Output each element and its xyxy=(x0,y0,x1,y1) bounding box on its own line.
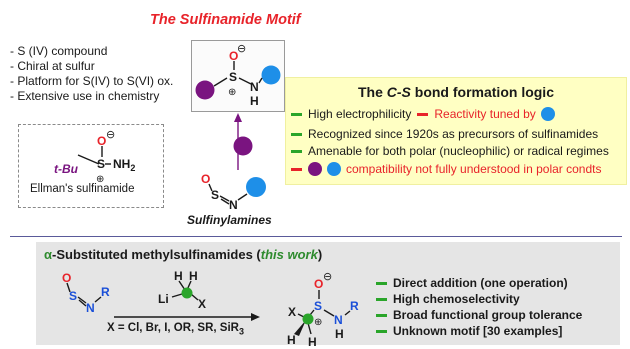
ellman-structure: t-Bu S O ⊖ ⊕ NH2 xyxy=(54,128,135,185)
this-work-title: α-Substituted methylsulfinamides (this w… xyxy=(44,247,323,262)
ellman-caption: Ellman's sulfinamide xyxy=(30,183,135,195)
green-dash-icon xyxy=(291,149,302,153)
feature-item: - S (IV) compound xyxy=(10,44,108,58)
hydrogen-label: H xyxy=(189,270,198,283)
green-dash-icon xyxy=(376,313,387,317)
cs-logic-panel xyxy=(285,77,627,185)
ellman-box xyxy=(18,124,164,208)
blue-group-icon xyxy=(261,65,281,85)
green-dash-icon xyxy=(376,329,387,333)
hydrogen-label: H xyxy=(308,335,317,348)
reagent-structure: H H Li X xyxy=(158,270,206,310)
reaction-arrow-icon xyxy=(114,313,260,321)
purple-group-icon xyxy=(195,80,215,100)
r-group-label: R xyxy=(101,285,110,299)
carbon-center-icon xyxy=(181,287,193,299)
nitrogen-label: N xyxy=(250,80,259,94)
tbu-label: t-Bu xyxy=(54,162,79,176)
green-dash-icon xyxy=(291,132,302,136)
sulfur-label: S xyxy=(211,188,219,202)
minus-charge: ⊖ xyxy=(237,42,246,55)
oxygen-label: O xyxy=(229,49,238,63)
feature-item: - Platform for S(IV) to S(VI) ox. xyxy=(10,74,174,88)
x-group-label: X xyxy=(288,305,296,319)
result-item: Direct addition (one operation) xyxy=(376,276,568,290)
red-dash-icon xyxy=(417,112,429,116)
sulfur-label: S xyxy=(229,70,237,84)
conditions-label: X = Cl, Br, I, OR, SR, SiR3 xyxy=(107,322,244,337)
hydrogen-label: H xyxy=(287,333,296,347)
start-sulfinylamine-structure: O S N R xyxy=(62,271,110,315)
plus-charge: ⊕ xyxy=(96,174,104,185)
result-item: Broad functional group tolerance xyxy=(376,308,582,322)
plus-charge: ⊕ xyxy=(314,317,322,328)
plus-charge: ⊕ xyxy=(228,87,236,98)
motif-structure: S O ⊖ ⊕ N H xyxy=(195,42,281,108)
sulfur-label: S xyxy=(97,157,105,171)
purple-group-icon xyxy=(233,136,253,156)
blue-group-icon xyxy=(327,162,341,176)
x-group-label: X xyxy=(198,297,206,310)
feature-item: - Chiral at sulfur xyxy=(10,59,95,73)
sulfinylamine-structure: O S N xyxy=(201,172,266,212)
cs-logic-item: Recognized since 1920s as precursors of … xyxy=(291,127,598,141)
feature-list: - S (IV) compound - Chiral at sulfur - P… xyxy=(10,44,173,104)
hydrogen-label: H xyxy=(250,94,259,108)
result-item: High chemoselectivity xyxy=(376,292,520,306)
nh2-label: NH2 xyxy=(113,157,135,173)
cs-logic-item: High electrophilicity Reactivity tuned b… xyxy=(291,107,555,121)
green-dash-icon xyxy=(376,281,387,285)
product-structure: O ⊖ S ⊕ N H R X H H xyxy=(287,270,359,348)
green-dash-icon xyxy=(291,112,302,116)
oxygen-label: O xyxy=(97,134,106,148)
r-group-label: R xyxy=(350,299,359,313)
oxygen-label: O xyxy=(201,172,210,186)
oxygen-label: O xyxy=(314,277,323,291)
sulfinylamine-caption: Sulfinylamines xyxy=(187,213,272,227)
purple-group-icon xyxy=(308,162,322,176)
carbon-center-icon xyxy=(302,313,314,325)
nitrogen-label: N xyxy=(334,313,343,327)
minus-charge: ⊖ xyxy=(106,128,115,141)
result-item: Unknown motif [30 examples] xyxy=(376,324,562,338)
nitrogen-label: N xyxy=(86,301,95,315)
cs-logic-title: The C-S bond formation logic xyxy=(357,84,554,100)
sulfur-label: S xyxy=(69,289,77,303)
minus-charge: ⊖ xyxy=(323,270,332,283)
section-divider xyxy=(10,236,622,237)
page-title: The Sulfinamide Motif xyxy=(150,12,301,28)
blue-group-icon xyxy=(246,177,266,197)
this-work-panel xyxy=(36,242,620,345)
cs-logic-item: compatibility not fully understood in po… xyxy=(291,162,601,176)
green-dash-icon xyxy=(376,297,387,301)
red-dash-icon xyxy=(291,167,302,171)
hydrogen-label: H xyxy=(174,270,183,283)
hydrogen-label: H xyxy=(335,327,344,341)
cs-logic-item: Amenable for both polar (nucleophilic) o… xyxy=(291,144,609,158)
lithium-label: Li xyxy=(158,292,169,306)
feature-item: - Extensive use in chemistry xyxy=(10,89,160,103)
sulfur-label: S xyxy=(314,299,322,313)
blue-group-icon xyxy=(540,107,555,121)
nitrogen-label: N xyxy=(229,198,238,212)
oxygen-label: O xyxy=(62,271,71,285)
